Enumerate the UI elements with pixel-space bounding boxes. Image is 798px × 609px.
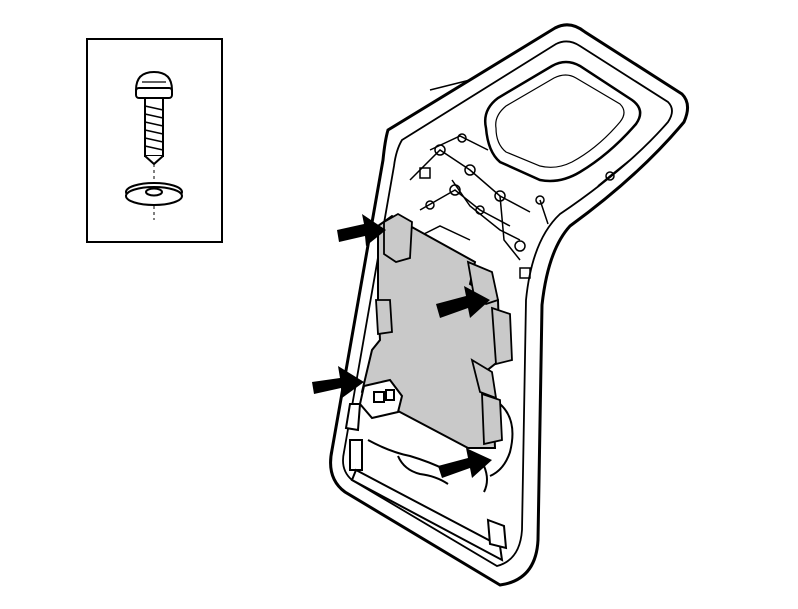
- washer-icon: [125, 182, 183, 206]
- callout-arrow-4: [438, 448, 492, 478]
- wiring-harness: [367, 403, 514, 493]
- module-tabs: [375, 212, 513, 446]
- screw-icon: [134, 70, 174, 166]
- callout-arrow-2: [436, 286, 490, 318]
- trim-panel-outline: [329, 23, 689, 587]
- electrical-connector: [344, 378, 404, 432]
- console-opening: [484, 60, 642, 183]
- console-opening-lip: [495, 74, 625, 168]
- mounting-bracket: [349, 439, 508, 562]
- trim-panel-inner-rim: [342, 40, 673, 567]
- fastener-inset: [86, 38, 223, 243]
- internal-ribs: [409, 79, 631, 279]
- fastener-inset-drawing: [125, 70, 183, 220]
- callout-arrow-1: [337, 214, 386, 246]
- callout-arrow-3: [312, 366, 364, 398]
- control-module-panel: [360, 214, 502, 449]
